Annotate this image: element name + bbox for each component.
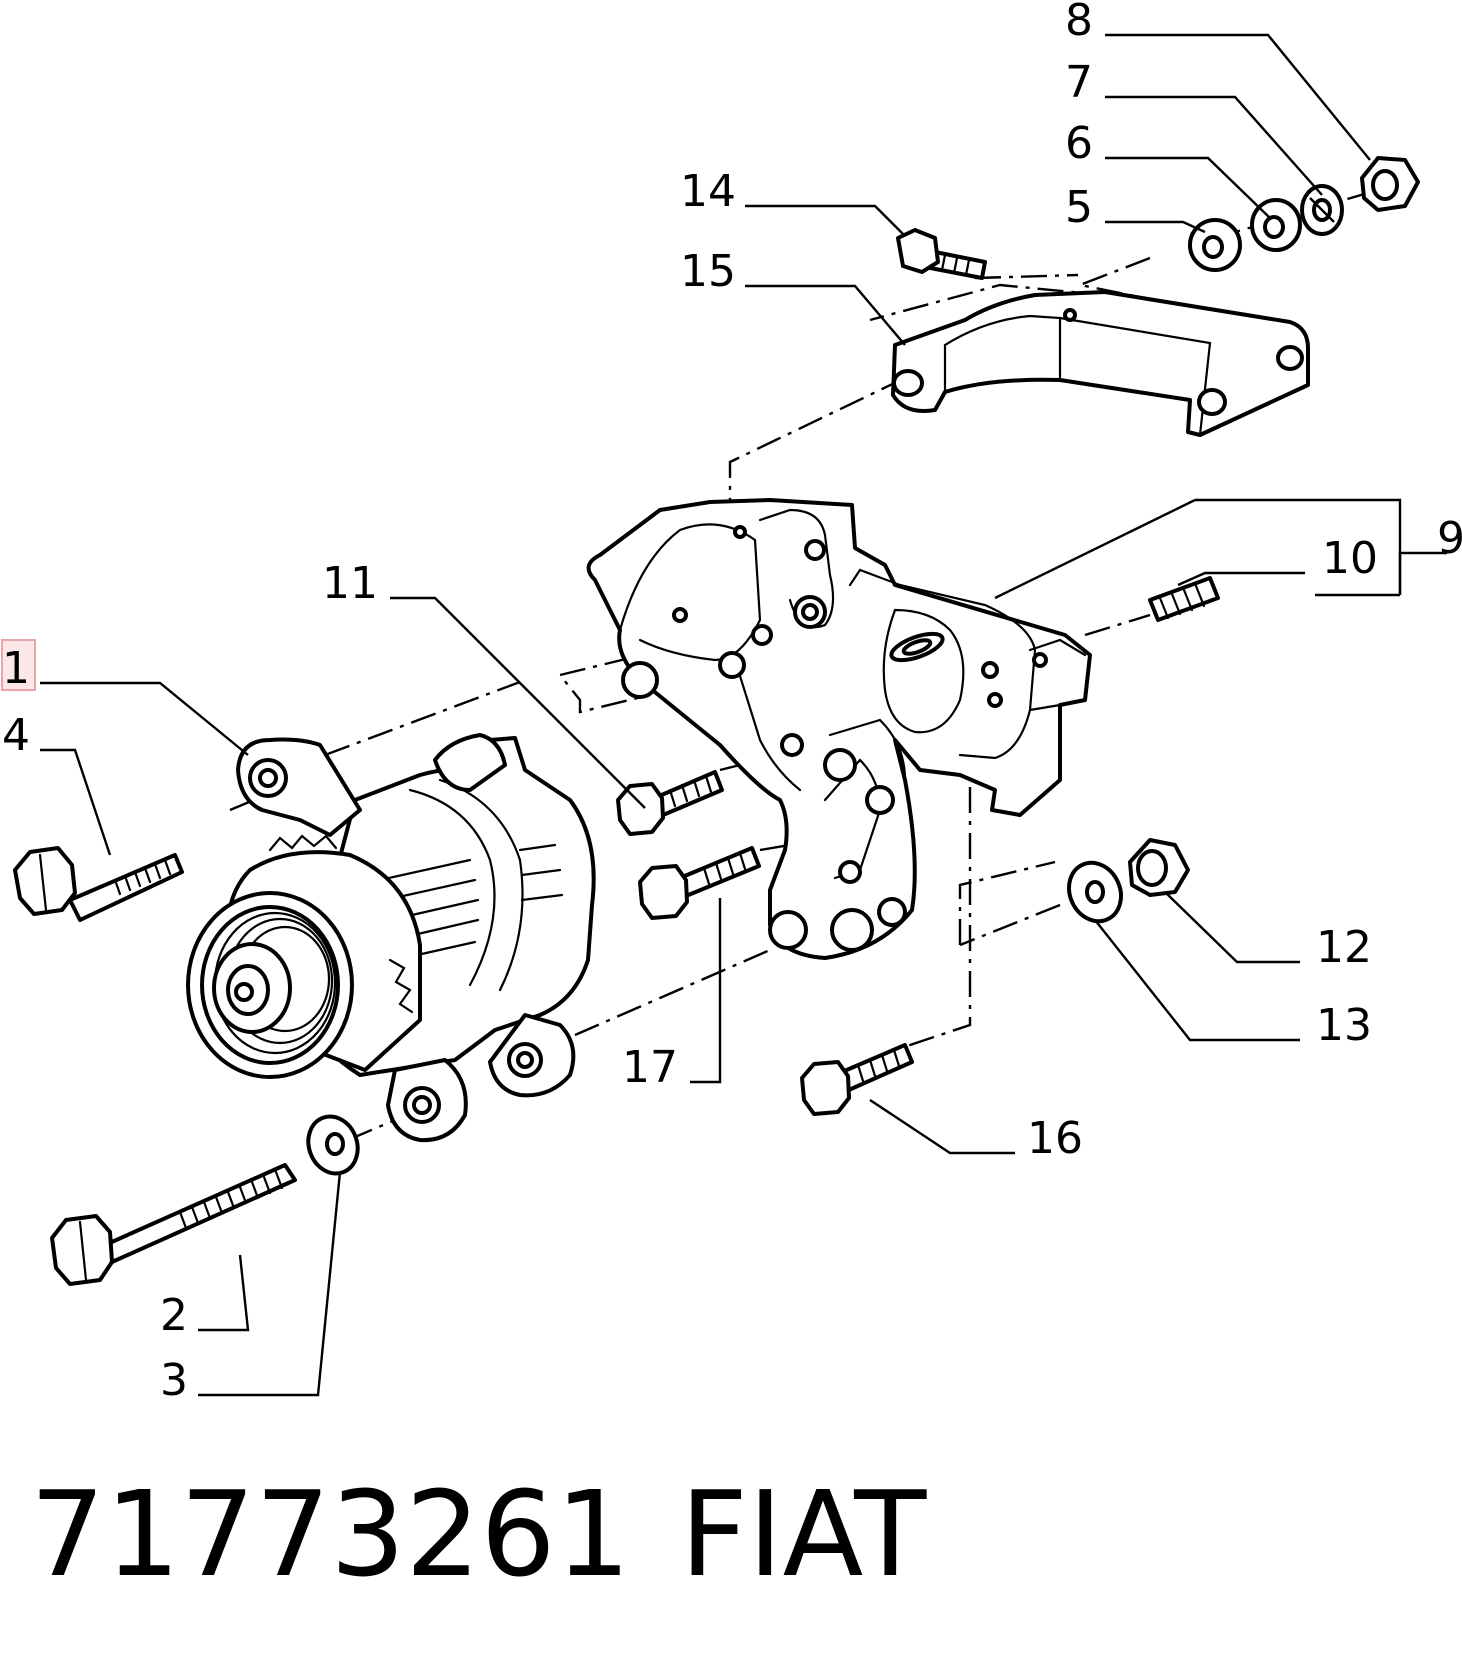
callout-13: 13	[1316, 1000, 1372, 1051]
callout-7: 7	[1065, 57, 1093, 108]
callout-17: 17	[622, 1042, 678, 1093]
alternator-part-1	[186, 733, 596, 1143]
main-bracket-part-9	[586, 498, 1092, 960]
callout-2: 2	[160, 1290, 188, 1341]
bolt-part-11	[616, 770, 724, 836]
nut-part-12	[1128, 838, 1190, 897]
callout-5: 5	[1065, 182, 1093, 233]
callout-6: 6	[1065, 118, 1093, 169]
bolt-part-16	[800, 1043, 914, 1116]
nut-part-8	[1360, 156, 1420, 212]
stud-part-10	[1148, 576, 1220, 622]
callout-1: 1	[2, 643, 30, 694]
washer-part-3	[306, 1114, 360, 1176]
brand-name: FIAT	[680, 1465, 927, 1603]
callout-10: 10	[1322, 533, 1378, 584]
washer-part-5	[1188, 218, 1242, 272]
bolt-part-4	[13, 846, 184, 922]
bolt-part-14	[896, 228, 987, 280]
leader-lines	[40, 33, 1447, 1397]
washer-part-13	[1067, 860, 1123, 924]
bolt-part-17	[638, 846, 761, 920]
callout-8: 8	[1065, 0, 1093, 46]
lock-washer-part-7	[1300, 184, 1344, 236]
callout-14: 14	[680, 166, 736, 217]
callout-12: 12	[1316, 922, 1372, 973]
bolt-part-2	[50, 1163, 297, 1286]
callout-16: 16	[1027, 1113, 1083, 1164]
callout-15: 15	[680, 246, 736, 297]
callout-11: 11	[322, 558, 378, 609]
part-number: 71773261	[30, 1465, 631, 1603]
callout-1-highlight	[1, 639, 36, 691]
upper-bracket-part-15	[891, 290, 1310, 437]
callout-3: 3	[160, 1355, 188, 1406]
callout-4: 4	[2, 710, 30, 761]
callout-numbers: 1 2 3 4 5 6 7 8 9 10 11 12 13 14 15 16 1…	[2, 0, 1462, 1406]
callout-9: 9	[1437, 513, 1462, 564]
